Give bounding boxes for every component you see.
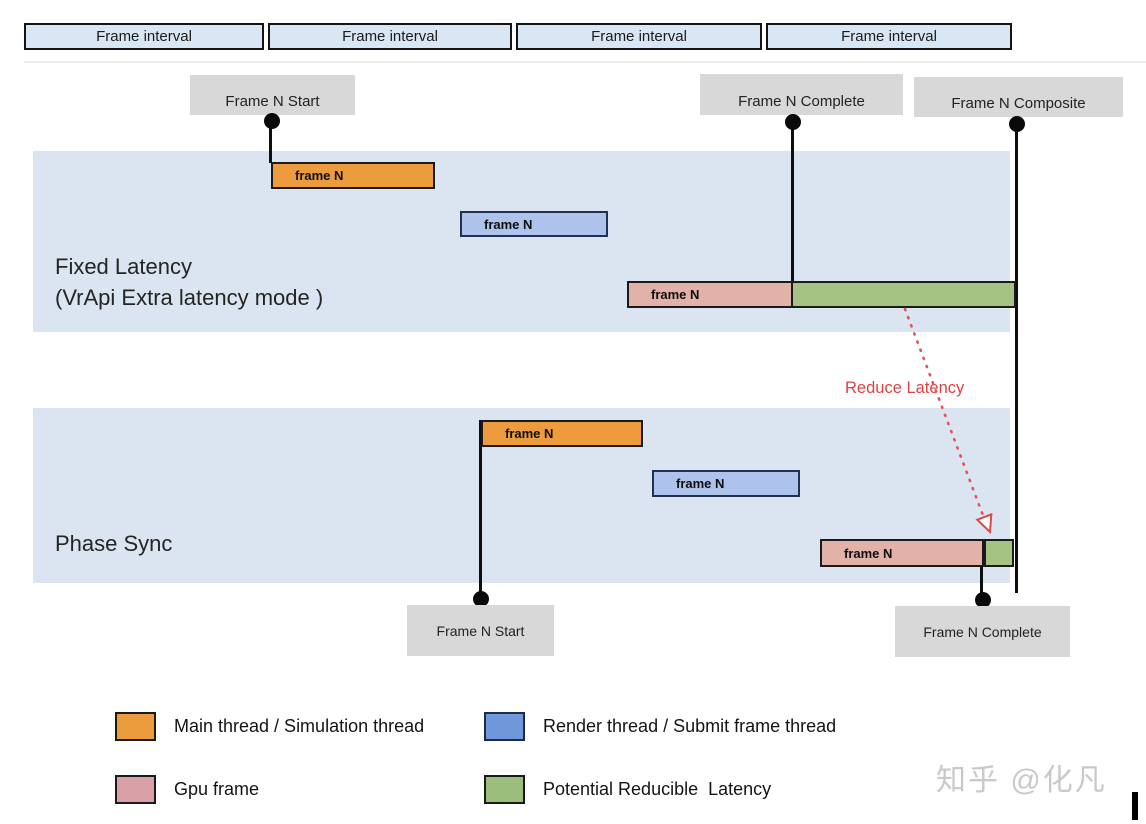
frame-n-complete-top-line [791, 128, 794, 282]
lane-fixed-latency: Fixed Latency (VrApi Extra latency mode ) [33, 151, 1010, 332]
frame-n-start-bottom-dot [473, 591, 489, 607]
lane-phase-sync-label: Phase Sync [55, 528, 172, 559]
frame-n-complete-top-dot [785, 114, 801, 130]
marker-frame-n-start-top: Frame N Start [190, 75, 355, 115]
frame-n-composite-dot [1009, 116, 1025, 132]
frame-n-complete-bottom-line [980, 567, 983, 595]
legend-swatch-main-thread [115, 712, 156, 741]
marker-frame-n-complete-bottom: Frame N Complete [895, 606, 1070, 657]
frame-interval-box-2: Frame interval [268, 23, 512, 50]
frame-n-start-bottom-line [479, 420, 482, 594]
legend-swatch-reducible-latency [484, 775, 525, 804]
frame-interval-box-3: Frame interval [516, 23, 762, 50]
legend-swatch-render-thread [484, 712, 525, 741]
divider-line [24, 61, 1146, 63]
frame-n-start-top-dot [264, 113, 280, 129]
lane-phase-sync-label-line1: Phase Sync [55, 531, 173, 556]
legend-label-render-thread: Render thread / Submit frame thread [543, 716, 837, 736]
bar-fixed-gpu-frame: frame N [627, 281, 793, 308]
lane-fixed-latency-label-line2: (VrApi Extra latency mode ) [55, 285, 324, 311]
legend-label-reducible-latency: Potential Reducible Latency [543, 779, 772, 799]
bar-phase-gpu-frame: frame N [820, 539, 984, 567]
lane-fixed-latency-label-line1: Fixed Latency [55, 254, 192, 279]
bar-phase-main-thread: frame N [481, 420, 643, 447]
frame-n-complete-bottom-dot [975, 592, 991, 608]
lane-fixed-latency-label: Fixed Latency (VrApi Extra latency mode ) [55, 251, 323, 313]
marker-frame-n-complete-top: Frame N Complete [700, 74, 903, 115]
reduce-latency-note: Reduce Latency [845, 379, 965, 397]
watermark: 知乎 @化凡 [936, 764, 1107, 797]
frame-interval-box-4: Frame interval [766, 23, 1012, 50]
bar-phase-render-thread: frame N [652, 470, 800, 497]
legend-label-main-thread: Main thread / Simulation thread [174, 716, 425, 736]
bar-phase-reducible-latency [984, 539, 1014, 567]
text-caret-bar [1132, 792, 1138, 820]
bar-fixed-render-thread: frame N [460, 211, 608, 237]
bar-fixed-reducible-latency [791, 281, 1016, 308]
frame-interval-box-1: Frame interval [24, 23, 264, 50]
marker-frame-n-composite-top: Frame N Composite [914, 77, 1123, 117]
legend-label-gpu-frame: Gpu frame [174, 779, 260, 799]
frame-n-composite-line [1015, 129, 1018, 593]
legend-swatch-gpu-frame [115, 775, 156, 804]
marker-frame-n-start-bottom: Frame N Start [407, 605, 554, 656]
bar-fixed-main-thread: frame N [271, 162, 435, 189]
frame-n-start-top-line [269, 127, 272, 163]
